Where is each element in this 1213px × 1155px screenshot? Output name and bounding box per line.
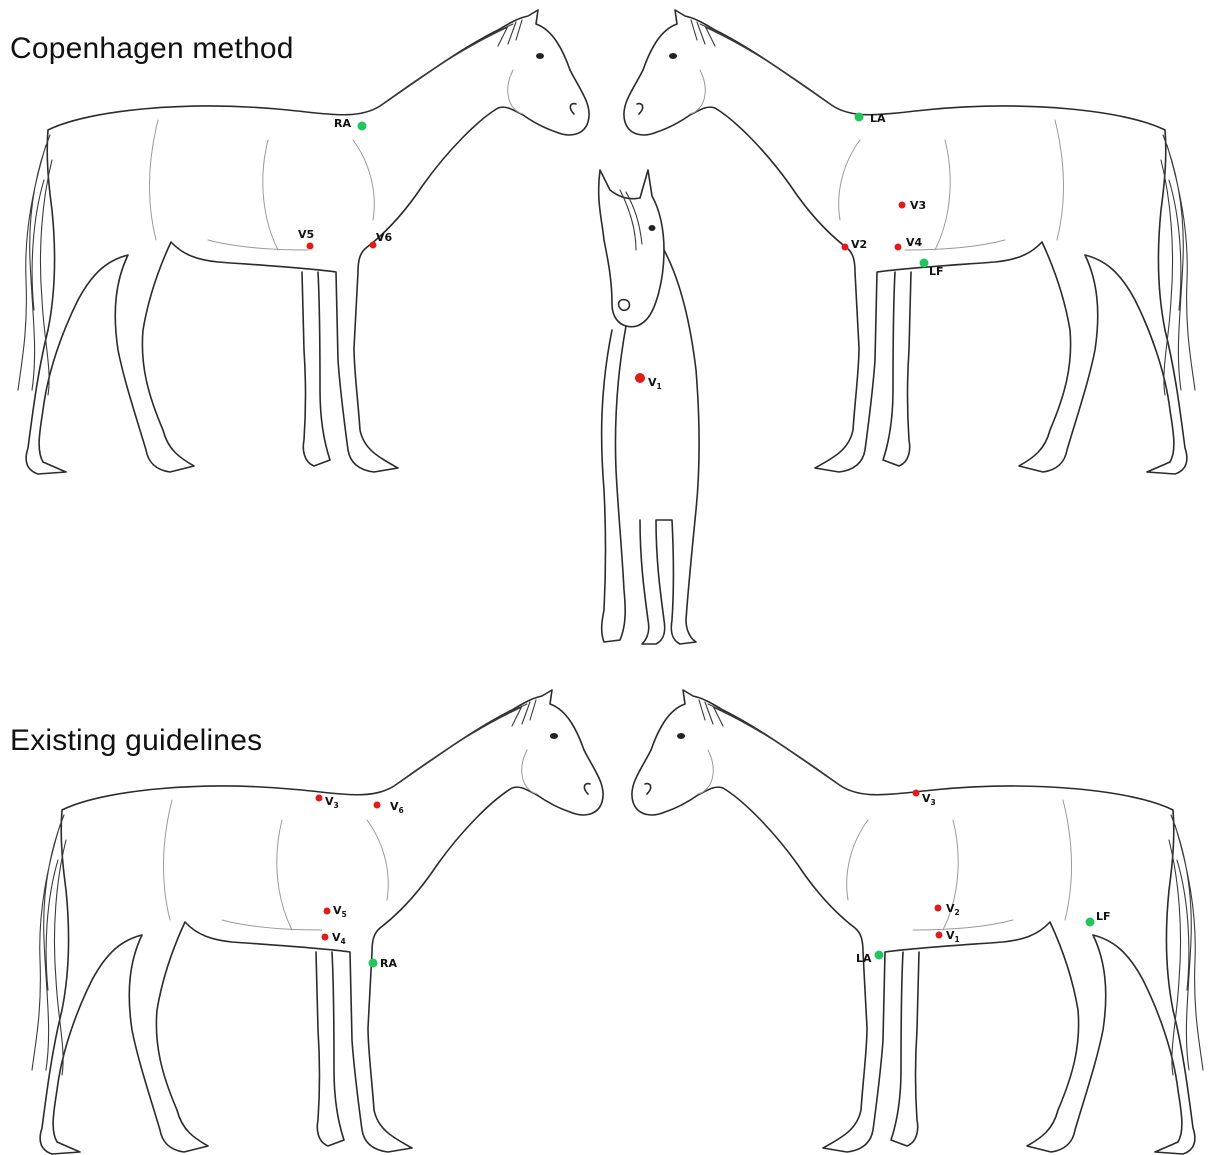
chest-electrode-dot <box>935 905 942 912</box>
electrode-ex-v5: V5 <box>324 904 347 919</box>
electrode-ex-v3: V3 <box>316 795 339 811</box>
limb-electrode-dot <box>358 122 367 131</box>
electrode-label: V2 <box>946 902 960 917</box>
electrode-label: V6 <box>390 800 404 815</box>
horse-existing-left-side <box>632 690 1203 1154</box>
limb-electrode-dot <box>369 959 378 968</box>
horse-existing-right-side <box>32 690 603 1154</box>
horse-copenhagen-front-view <box>599 170 699 644</box>
electrode-label: V3 <box>910 199 926 212</box>
electrode-cph-v6: V6 <box>370 231 393 249</box>
electrode-label: V5 <box>298 228 314 241</box>
chest-electrode-dot <box>374 802 381 809</box>
electrode-label: V2 <box>851 238 867 251</box>
electrode-label: V4 <box>906 236 923 249</box>
chest-electrode-dot <box>322 934 329 941</box>
electrode-ex-ra: RA <box>369 957 398 970</box>
electrode-ex-v6: V6 <box>374 800 404 815</box>
electrode-ex-v4: V4 <box>322 931 346 946</box>
electrode-label: V1 <box>946 929 960 944</box>
chest-electrode-dot <box>899 202 906 209</box>
electrode-cph-ra: RA <box>334 117 367 131</box>
electrode-label: V6 <box>376 231 393 244</box>
electrode-label: V4 <box>332 931 346 946</box>
limb-electrode-dot <box>875 951 884 960</box>
electrode-ex-left-lf: LF <box>1086 910 1111 927</box>
electrode-label: V3 <box>922 792 936 807</box>
chest-electrode-dot <box>842 244 849 251</box>
chest-electrode-dot <box>316 795 323 802</box>
electrode-cph-front-v1: V1 <box>635 373 662 391</box>
chest-electrode-dot <box>936 932 943 939</box>
electrode-cph-v4: V4 <box>895 236 923 251</box>
electrode-ex-left-v2: V2 <box>935 902 960 917</box>
chest-electrode-dot <box>895 244 902 251</box>
electrode-cph-v2: V2 <box>842 238 868 251</box>
electrode-ex-left-v1: V1 <box>936 929 960 944</box>
electrode-label: LA <box>856 952 872 965</box>
chest-electrode-dot <box>324 908 331 915</box>
chest-electrode-dot <box>307 243 314 250</box>
electrode-ex-left-la: LA <box>856 951 884 966</box>
chest-electrode-dot <box>913 790 920 797</box>
electrode-label: LA <box>870 112 886 125</box>
electrode-label: RA <box>334 117 351 130</box>
electrode-label: V5 <box>333 904 347 919</box>
electrode-label: LF <box>929 265 944 278</box>
chest-electrode-dot <box>635 373 645 383</box>
electrode-ex-left-v3: V3 <box>913 790 936 808</box>
horse-copenhagen-right-side <box>18 10 589 474</box>
electrode-cph-la: LA <box>855 112 887 125</box>
electrode-cph-v5: V5 <box>298 228 314 250</box>
electrode-cph-v3: V3 <box>899 199 927 212</box>
electrode-label: RA <box>380 957 397 970</box>
electrode-label: LF <box>1096 910 1111 923</box>
limb-electrode-dot <box>1086 918 1095 927</box>
limb-electrode-dot <box>855 113 864 122</box>
electrode-label: V1 <box>648 376 662 391</box>
electrode-cph-lf: LF <box>920 259 944 279</box>
electrode-label: V3 <box>325 795 339 810</box>
limb-electrode-dot <box>920 259 929 268</box>
